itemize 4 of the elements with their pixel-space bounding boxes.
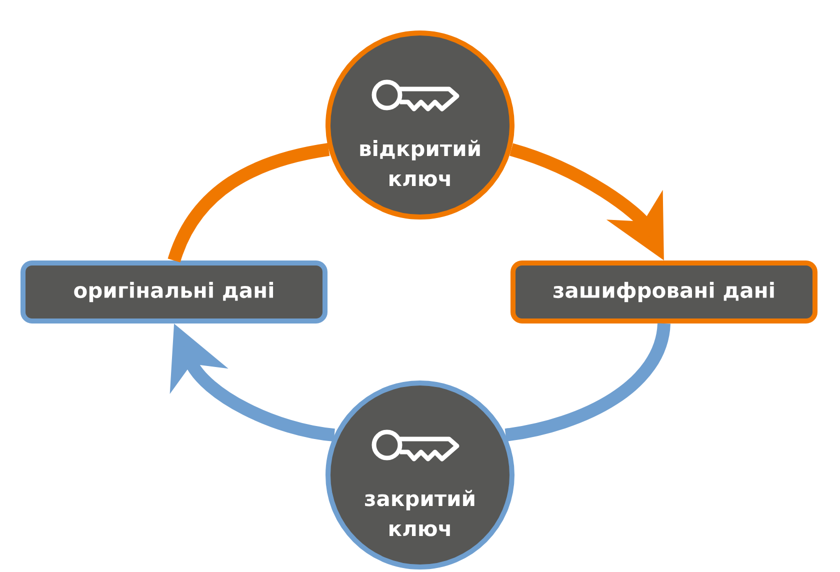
data-box: оригінальні дані [20,260,328,324]
data-box: зашифровані дані [510,260,818,324]
curved-line [504,322,670,442]
curved-line [168,143,330,263]
